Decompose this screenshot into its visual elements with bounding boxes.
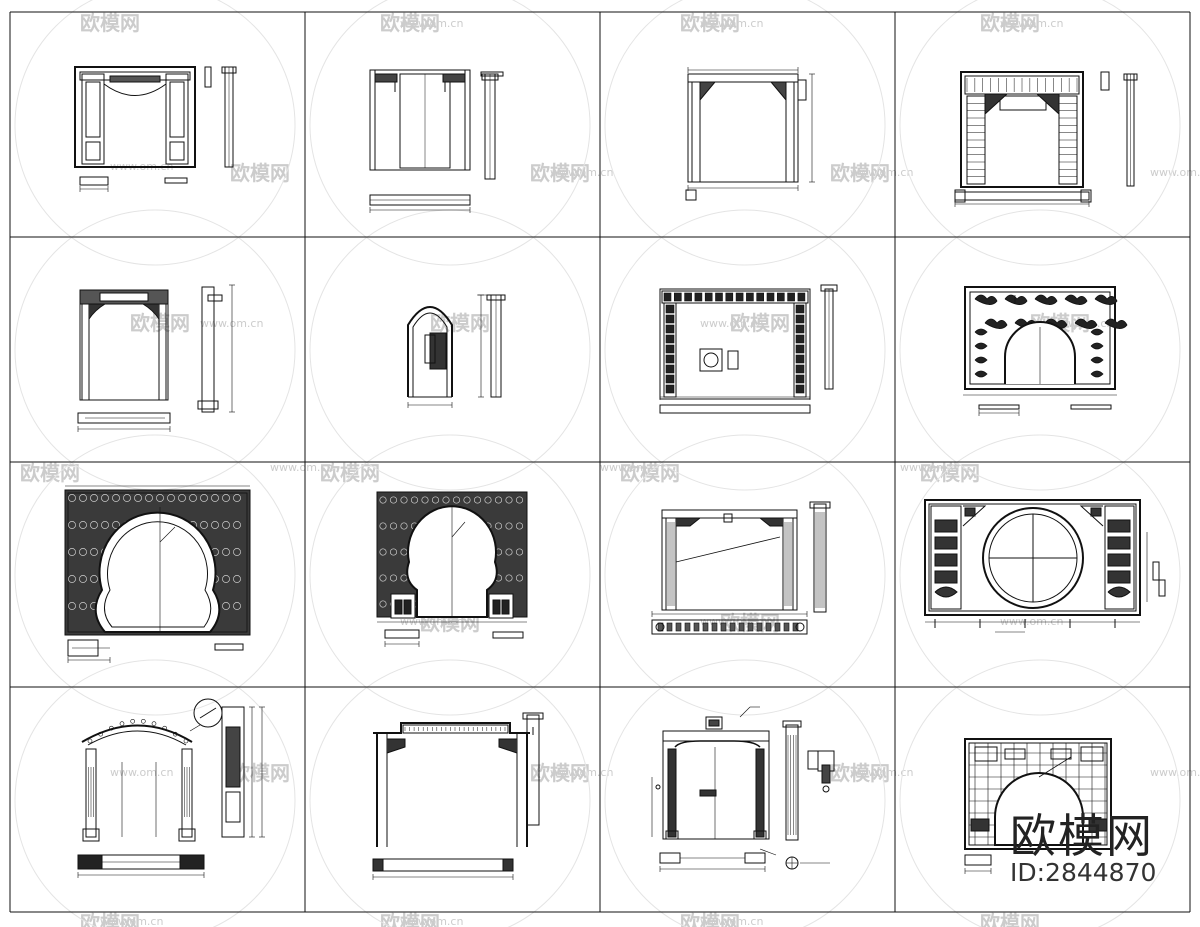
site-watermark-21: www.om.cn [400,915,463,927]
brand-watermark-9: 欧模网 [730,311,790,335]
site-watermark-2: www.om.cn [1000,17,1063,30]
brand-watermark-23: 欧模网 [680,911,740,927]
site-watermark-10: www.om.cn [270,461,333,474]
brand-watermark-7: 欧模网 [130,311,190,335]
brand-watermark-11: 欧模网 [20,461,80,485]
watermark-ring-5 [309,209,591,491]
brand-watermark-2: 欧模网 [680,11,740,35]
site-watermark-17: www.om.cn [550,766,613,779]
logo-watermark-brand: 欧模网 [1010,809,1154,863]
logo-watermark-id: ID:2844870 [1010,858,1157,887]
brand-watermark-8: 欧模网 [430,311,490,335]
drawing-cell-14-flared-lintel-door [372,712,544,880]
brand-watermark-5: 欧模网 [530,161,590,185]
drawing-cell-7-wide-frame-ornate [659,284,838,414]
watermark-ring-6 [604,209,886,491]
drawing-cell-2-rect-door-plain [369,69,504,213]
brand-watermark-3: 欧模网 [980,11,1040,35]
drawing-cell-5-rect-door-lintel [77,284,235,432]
watermark-ring-12 [14,659,296,927]
watermark-ring-8 [14,434,296,716]
drawing-cell-10-horseshoe-carved-base [376,491,528,647]
drawing-cell-4-rect-door-lattice [954,71,1138,207]
site-watermark-8: www.om.cn [700,317,763,330]
brand-watermark-0: 欧模网 [80,11,140,35]
site-watermark-16: www.om.cn [110,766,173,779]
watermark-ring-15 [899,659,1181,927]
brand-watermark-6: 欧模网 [830,161,890,185]
brand-watermark-19: 欧模网 [530,761,590,785]
brand-watermark-1: 欧模网 [380,11,440,35]
watermark-ring-10 [604,434,886,716]
drawing-cell-9-horseshoe-carved [64,485,251,663]
brand-watermark-21: 欧模网 [80,911,140,927]
site-watermark-0: www.om.cn [400,17,463,30]
site-watermark-11: www.om.cn [600,461,663,474]
drawing-cell-12-circle-panel-screen [924,499,1166,633]
drawing-cell-11-frame-pillars [651,501,831,635]
grid-lines [9,11,1191,913]
watermark-ring-4 [14,209,296,491]
watermark-ring-11 [899,434,1181,716]
site-watermark-5: www.om.cn [850,166,913,179]
watermark-ring-0 [14,0,296,266]
site-watermark-20: www.om.cn [100,915,163,927]
site-watermark-6: www.om.cn [1150,166,1200,179]
site-watermark-15: www.om.cn [1000,615,1063,628]
watermark-ring-14 [604,659,886,927]
watermark-ring-9 [309,434,591,716]
brand-watermark-14: 欧模网 [920,461,980,485]
watermark-ring-2 [604,0,886,266]
site-watermark-18: www.om.cn [850,766,913,779]
watermark-ring-13 [309,659,591,927]
watermark-ring-1 [309,0,591,266]
brand-watermark-13: 欧模网 [620,461,680,485]
drawing-cell-13-segmental-arch [77,698,265,878]
site-watermark-1: www.om.cn [700,17,763,30]
site-watermark-12: www.om.cn [900,461,963,474]
brand-watermark-4: 欧模网 [230,161,290,185]
watermark-ring-3 [899,0,1181,266]
drawing-cell-8-moon-gate-clouds [963,286,1128,416]
site-watermark-19: www.om.cn [1150,766,1200,779]
watermark-ring-7 [899,209,1181,491]
drawing-cell-6-round-top-door [407,294,506,408]
drawing-cell-1-rect-door-panels [74,66,237,192]
drawing-cell-3-rect-door-bracket [685,67,815,201]
drawing-cell-16-moon-gate-lattice [964,738,1112,874]
brand-watermark-20: 欧模网 [830,761,890,785]
site-watermark-22: www.om.cn [700,915,763,927]
brand-watermark-24: 欧模网 [980,911,1040,927]
drawing-cell-15-rect-door-columns [651,706,835,872]
brand-watermark-22: 欧模网 [380,911,440,927]
watermark-layer: 欧模网欧模网欧模网欧模网欧模网欧模网欧模网欧模网欧模网欧模网欧模网欧模网欧模网欧… [14,0,1200,927]
site-watermark-13: www.om.cn [400,615,463,628]
